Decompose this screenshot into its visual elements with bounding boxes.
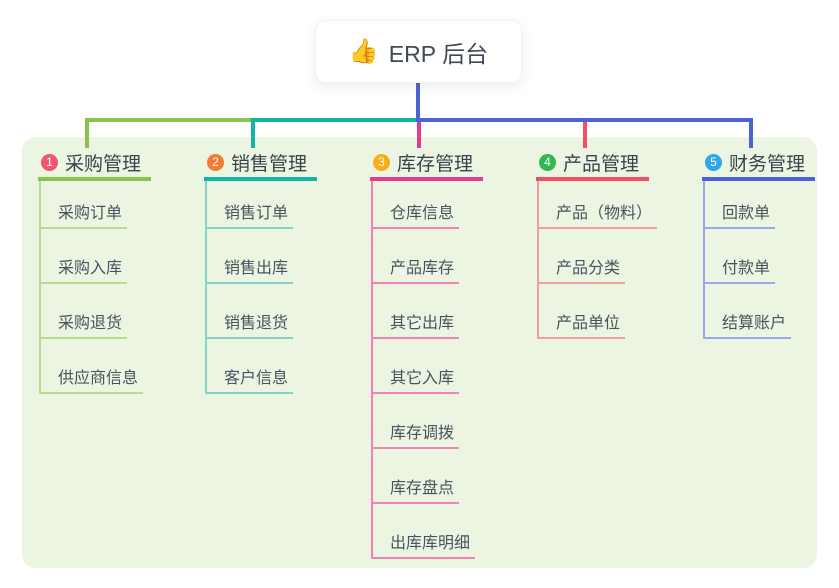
child-node[interactable]: 销售退货 bbox=[205, 311, 294, 339]
child-node[interactable]: 产品（物料） bbox=[537, 201, 658, 229]
branch-label: 财务管理 bbox=[729, 153, 806, 175]
branch-number-badge: 3 bbox=[373, 153, 390, 171]
branch-spine-line bbox=[39, 181, 41, 394]
child-node[interactable]: 销售出库 bbox=[205, 256, 294, 284]
child-node[interactable]: 出库库明细 bbox=[371, 531, 476, 559]
child-node[interactable]: 库存调拨 bbox=[371, 421, 460, 449]
branch-number-badge: 2 bbox=[207, 153, 224, 171]
child-node[interactable]: 结算账户 bbox=[703, 311, 792, 339]
branch-drop-line bbox=[85, 118, 89, 148]
branch-node-2[interactable]: 2 销售管理 bbox=[204, 147, 317, 181]
child-node[interactable]: 供应商信息 bbox=[39, 366, 144, 394]
branch-drop-line bbox=[417, 118, 421, 148]
child-node[interactable]: 产品库存 bbox=[371, 256, 460, 284]
branch-connector-line bbox=[416, 118, 753, 122]
child-node[interactable]: 其它入库 bbox=[371, 366, 460, 394]
branch-label: 采购管理 bbox=[65, 153, 142, 175]
root-label: ERP 后台 bbox=[388, 40, 489, 67]
child-node[interactable]: 库存盘点 bbox=[371, 476, 460, 504]
branch-label: 产品管理 bbox=[563, 153, 640, 175]
root-node[interactable]: 👍 ERP 后台 bbox=[315, 20, 522, 83]
child-node[interactable]: 产品分类 bbox=[537, 256, 626, 284]
child-node[interactable]: 付款单 bbox=[703, 256, 776, 284]
branch-node-5[interactable]: 5 财务管理 bbox=[702, 147, 815, 181]
branch-drop-line bbox=[583, 118, 587, 148]
thumbs-up-icon: 👍 bbox=[348, 37, 379, 65]
branch-node-3[interactable]: 3 库存管理 bbox=[370, 147, 483, 181]
branch-spine-line bbox=[703, 181, 705, 339]
branch-connector-line bbox=[251, 118, 420, 122]
branch-drop-line bbox=[251, 118, 255, 148]
child-node[interactable]: 其它出库 bbox=[371, 311, 460, 339]
branch-node-1[interactable]: 1 采购管理 bbox=[38, 147, 151, 181]
child-node[interactable]: 销售订单 bbox=[205, 201, 294, 229]
child-node[interactable]: 仓库信息 bbox=[371, 201, 460, 229]
branch-spine-line bbox=[537, 181, 539, 339]
child-node[interactable]: 采购入库 bbox=[39, 256, 128, 284]
branch-spine-line bbox=[205, 181, 207, 394]
branch-number-badge: 1 bbox=[41, 153, 58, 171]
branch-spine-line bbox=[371, 181, 373, 559]
branch-label: 库存管理 bbox=[397, 153, 474, 175]
branch-number-badge: 4 bbox=[539, 153, 556, 171]
root-connector-line bbox=[416, 82, 420, 122]
branch-number-badge: 5 bbox=[705, 153, 722, 171]
child-node[interactable]: 产品单位 bbox=[537, 311, 626, 339]
child-node[interactable]: 采购退货 bbox=[39, 311, 128, 339]
branch-node-4[interactable]: 4 产品管理 bbox=[536, 147, 649, 181]
branch-label: 销售管理 bbox=[231, 153, 308, 175]
child-node[interactable]: 采购订单 bbox=[39, 201, 128, 229]
child-node[interactable]: 回款单 bbox=[703, 201, 776, 229]
child-node[interactable]: 客户信息 bbox=[205, 366, 294, 394]
branches-panel bbox=[22, 137, 817, 568]
branch-drop-line bbox=[749, 118, 753, 148]
